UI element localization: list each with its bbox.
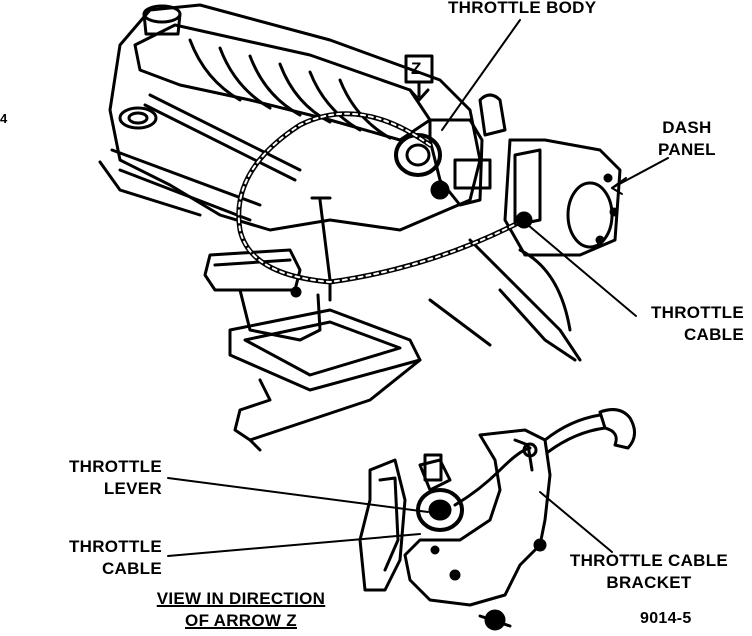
figure-number: 9014-5 bbox=[640, 610, 692, 627]
label-view-direction: VIEW IN DIRECTION OF ARROW Z bbox=[156, 589, 326, 630]
label-throttle-lever: THROTTLE LEVER bbox=[68, 457, 162, 498]
brake-reservoir-drawing bbox=[203, 196, 332, 342]
label-throttle-cable-bottom: THROTTLE CABLE bbox=[68, 537, 162, 578]
body-structure-lines bbox=[428, 238, 582, 362]
edge-fragment-label: 4 bbox=[0, 111, 8, 126]
dash-panel-drawing bbox=[503, 138, 622, 257]
battery-tray-drawing bbox=[228, 308, 422, 452]
z-marker-label: Z bbox=[411, 59, 422, 78]
leader-lines bbox=[167, 19, 669, 557]
label-throttle-cable-bracket: THROTTLE CABLE BRACKET bbox=[569, 551, 729, 592]
z-arrow-marker bbox=[404, 54, 434, 102]
label-dash-panel: DASH PANEL bbox=[658, 118, 716, 159]
detail-view-drawing bbox=[358, 408, 636, 631]
throttle-cable-routing bbox=[236, 111, 533, 285]
label-throttle-body: THROTTLE BODY bbox=[448, 0, 597, 17]
label-throttle-cable-top: THROTTLE CABLE bbox=[650, 303, 744, 344]
intake-manifold-drawing bbox=[98, 3, 482, 232]
throttle-body-drawing bbox=[394, 93, 507, 207]
